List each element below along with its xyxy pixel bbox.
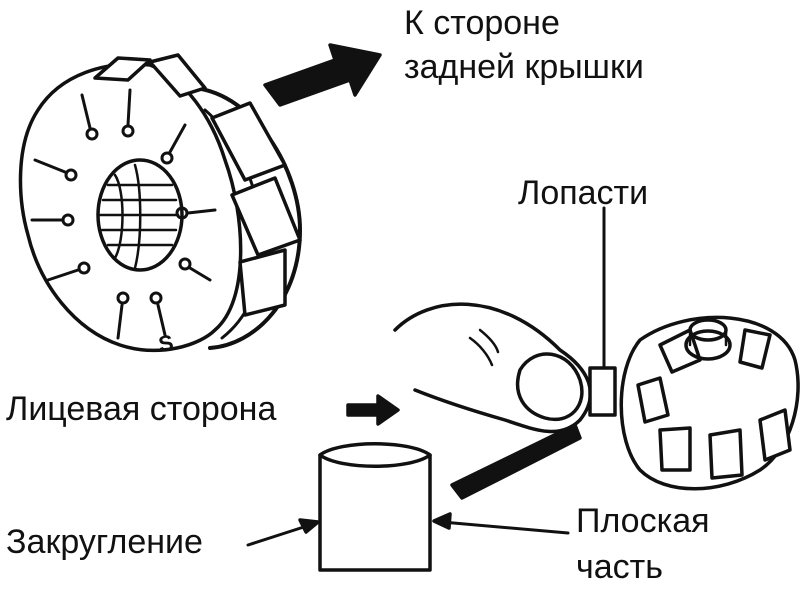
- small-rotor-hub: [684, 329, 732, 361]
- rear-cover-arrow: [263, 43, 382, 107]
- large-rotor-face: [18, 62, 243, 353]
- rotor-marking: S: [157, 330, 176, 357]
- flat-part-label-line2: часть: [576, 548, 663, 586]
- small-rotor: [588, 315, 800, 491]
- rear-cover-label-line1: К стороне: [404, 4, 560, 42]
- large-rotor-hub: [96, 158, 184, 272]
- face-side-arrow: [346, 394, 400, 426]
- rear-cover-label-line2: задней крышки: [404, 48, 644, 86]
- flat-part-leader: [440, 520, 570, 535]
- vanes-label: Лопасти: [518, 174, 649, 212]
- large-rotor: [18, 53, 302, 353]
- vane-pointer-wedge: [450, 423, 582, 500]
- rounding-label: Закругление: [6, 523, 203, 561]
- vane-detail: [318, 442, 432, 572]
- face-side-label: Лицевая сторона: [6, 390, 277, 428]
- rounding-leader: [246, 523, 312, 547]
- small-rotor-vane: [588, 366, 617, 417]
- flat-part-label-line1: Плоская: [576, 502, 710, 540]
- finger: [393, 302, 592, 434]
